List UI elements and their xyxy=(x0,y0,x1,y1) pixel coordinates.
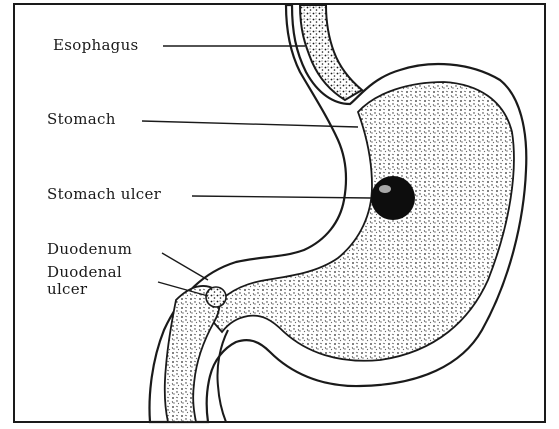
stomach-ulcer-label: Stomach ulcer xyxy=(47,186,161,203)
stomach-ulcer-highlight xyxy=(379,185,391,193)
esophagus-label: Esophagus xyxy=(53,37,139,54)
duodenal-ulcer-mark xyxy=(206,287,226,307)
duodenum-leader-line xyxy=(162,253,208,280)
stomach-label: Stomach xyxy=(47,111,116,128)
stomach-leader-line xyxy=(142,121,358,127)
duodenal-ulcer-label: Duodenal ulcer xyxy=(47,264,122,298)
duodenum-label: Duodenum xyxy=(47,241,132,258)
stomach-ulcer-mark xyxy=(371,176,415,220)
